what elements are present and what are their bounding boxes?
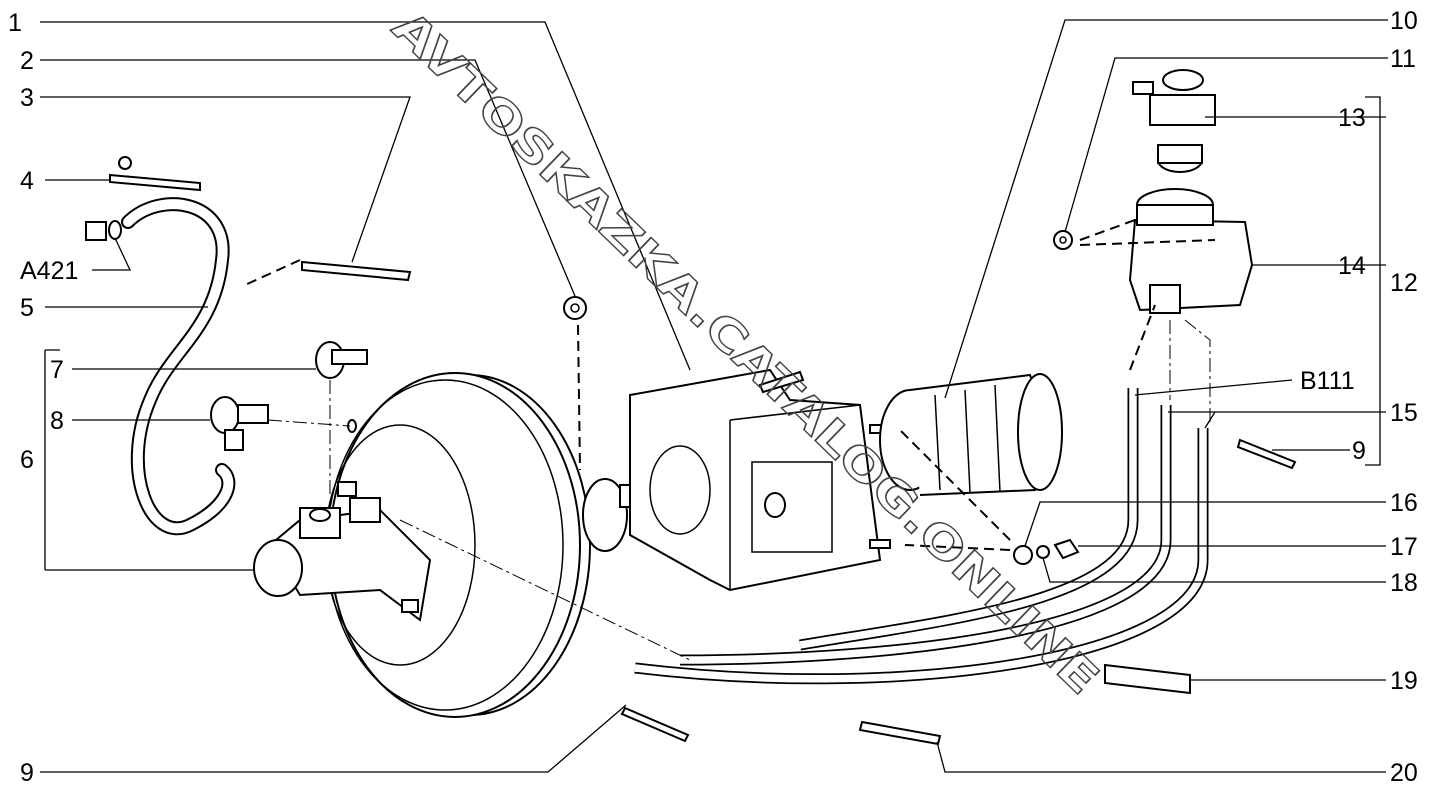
callout-19: 19	[1390, 667, 1418, 695]
leader-lines	[40, 19, 1388, 773]
callout-4: 4	[20, 167, 34, 195]
vacuum-hose-5	[121, 197, 236, 536]
nut-11	[1053, 230, 1073, 250]
callout-1: 1	[8, 9, 22, 37]
callout-7: 7	[50, 356, 64, 384]
callout-b111: B111	[1300, 367, 1355, 395]
callout-18: 18	[1390, 569, 1418, 597]
callout-a421: A421	[20, 257, 78, 285]
callout-11: 11	[1390, 45, 1416, 73]
callout-2: 2	[20, 47, 34, 75]
callout-17: 17	[1390, 533, 1418, 561]
clip-19	[1104, 663, 1191, 695]
callout-8: 8	[50, 407, 64, 435]
connector-a421	[85, 220, 122, 241]
callout-13: 13	[1338, 104, 1366, 132]
callout-9-right: 9	[1352, 437, 1366, 465]
tie-9-bottom	[620, 706, 690, 743]
tee-7	[315, 341, 368, 379]
air-filter-10	[879, 373, 1063, 496]
callout-5: 5	[20, 294, 34, 322]
brake-tubes-15	[634, 388, 1209, 685]
callout-9-bottom: 9	[20, 759, 34, 787]
callout-10: 10	[1390, 7, 1418, 35]
tie-4	[109, 156, 201, 192]
clamp-3	[301, 260, 412, 282]
pedal-bracket	[629, 368, 891, 592]
fluid-reservoir-14	[1128, 188, 1254, 314]
callout-6: 6	[20, 446, 34, 474]
callout-15: 15	[1390, 399, 1418, 427]
callout-16: 16	[1390, 489, 1418, 517]
callout-3: 3	[20, 84, 34, 112]
washers-16-17-18	[1013, 538, 1080, 565]
valve-8	[210, 396, 269, 451]
callout-12: 12	[1390, 269, 1418, 297]
clamp-20	[858, 720, 942, 746]
master-cylinder	[253, 481, 432, 622]
callout-20: 20	[1390, 759, 1418, 787]
reservoir-cap-13	[1132, 69, 1216, 173]
tie-9-right	[1236, 438, 1297, 470]
nut-2	[563, 296, 587, 320]
callout-14: 14	[1338, 252, 1366, 280]
assembly-lines	[244, 219, 1216, 661]
